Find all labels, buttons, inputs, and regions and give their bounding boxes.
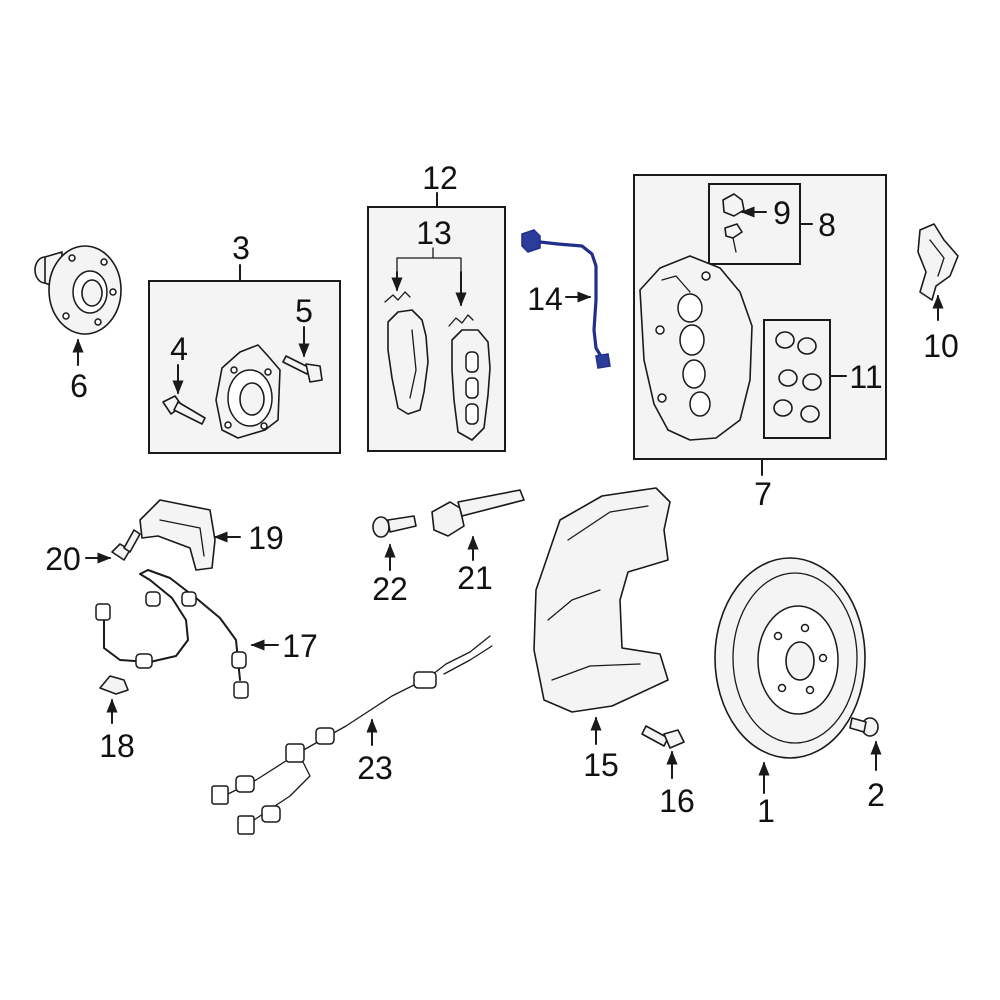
- callout-18: 18: [99, 728, 135, 764]
- pad-clip-right: [448, 314, 474, 327]
- callout-3: 3: [232, 230, 250, 266]
- abs-harness-part: [95, 569, 249, 699]
- callout-19: 19: [248, 520, 284, 556]
- callout-8: 8: [818, 207, 836, 243]
- callout-15: 15: [583, 747, 619, 783]
- wheel-hub-part: [34, 245, 122, 335]
- callout-7: 7: [754, 476, 772, 512]
- bolt-16-part: [641, 725, 685, 749]
- bracket-19-part: [139, 499, 216, 571]
- seal-kit-part: [773, 331, 822, 423]
- callout-22: 22: [372, 571, 408, 607]
- pad-wear-sensor-part: [521, 229, 611, 369]
- hub-bearing-part: [215, 344, 281, 439]
- speed-sensor-part: [431, 489, 525, 537]
- callout-13: 13: [416, 215, 452, 251]
- bleeder-valve-part: [722, 193, 745, 253]
- clip-18-part: [99, 675, 129, 695]
- callout-4: 4: [170, 331, 188, 367]
- callout-14: 14: [527, 281, 563, 317]
- bolt-20-part: [111, 529, 141, 561]
- callout-6: 6: [70, 368, 88, 404]
- bolt-5-part: [282, 355, 323, 383]
- callout-5: 5: [295, 293, 313, 329]
- group-box-8: [708, 183, 801, 265]
- pad-clip-left: [384, 291, 411, 303]
- callout-1: 1: [757, 793, 775, 829]
- sensor-harness-part: [211, 635, 493, 835]
- bolt-22-part: [372, 515, 417, 538]
- callout-20: 20: [45, 541, 81, 577]
- callout-17: 17: [282, 628, 318, 664]
- callout-23: 23: [357, 750, 393, 786]
- clip-10-part: [917, 223, 959, 301]
- bolt-4-part: [162, 395, 206, 425]
- brake-caliper-part: [639, 255, 753, 441]
- callout-16: 16: [659, 783, 695, 819]
- callout-2: 2: [867, 777, 885, 813]
- brake-pad-left: [387, 309, 429, 415]
- brake-pad-right: [451, 329, 491, 441]
- callout-11: 11: [849, 359, 882, 395]
- callout-10: 10: [923, 328, 959, 364]
- callout-12: 12: [422, 160, 458, 196]
- splash-shield-part: [533, 487, 671, 713]
- callout-9: 9: [773, 195, 791, 231]
- disc-screw-part: [849, 717, 879, 737]
- brake-disc-part: [714, 557, 866, 759]
- callout-21: 21: [457, 560, 493, 596]
